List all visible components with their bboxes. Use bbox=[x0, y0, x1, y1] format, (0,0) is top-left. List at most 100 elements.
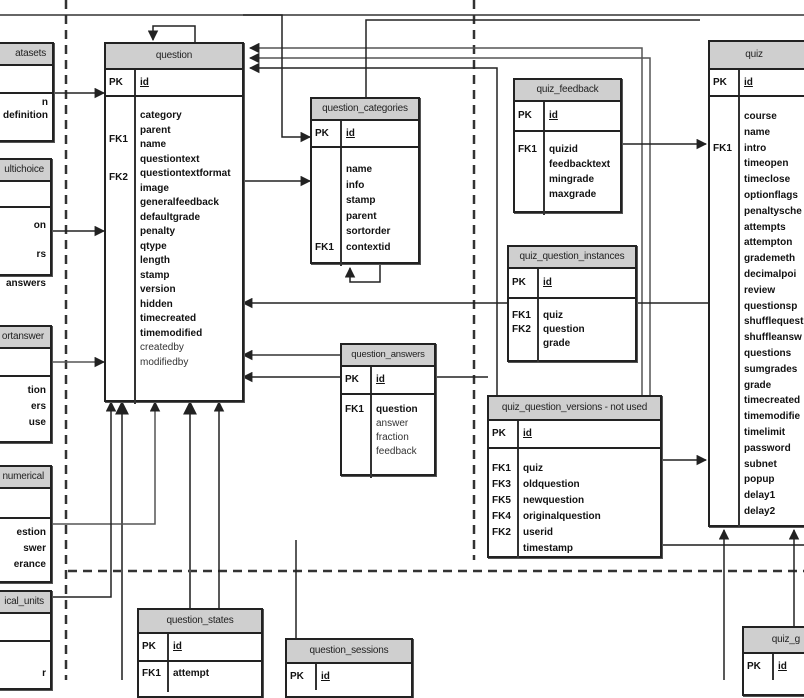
entity-title: question bbox=[106, 44, 242, 70]
entity-question-datasets[interactable]: atasets n definition bbox=[0, 42, 54, 142]
field: contextid bbox=[346, 241, 391, 253]
entity-question-numerical-units[interactable]: ical_units r bbox=[0, 590, 52, 690]
fk-label bbox=[492, 541, 517, 557]
pk-field: id bbox=[140, 77, 149, 88]
entity-question-multichoice[interactable]: ultichoice on rs answers bbox=[0, 158, 52, 289]
entity-question-sessions[interactable]: question_sessions PK id bbox=[285, 638, 413, 698]
connector-question-category bbox=[243, 14, 312, 143]
connector-categories-to-quiz-context bbox=[365, 19, 700, 97]
field: swer bbox=[23, 543, 46, 554]
field: password bbox=[744, 442, 791, 454]
field: quiz bbox=[543, 310, 563, 321]
field: tion bbox=[27, 385, 46, 396]
field: ers bbox=[30, 401, 46, 412]
connector-units-question bbox=[52, 400, 117, 598]
entity-question-shortanswer[interactable]: ortanswer tion ers use bbox=[0, 325, 52, 443]
fk-label: FK1 bbox=[109, 134, 128, 145]
pk-field: id bbox=[321, 671, 330, 682]
field: popup bbox=[744, 474, 775, 486]
field: use bbox=[28, 417, 46, 428]
field: hidden bbox=[140, 298, 173, 310]
field: sortorder bbox=[346, 226, 391, 237]
field: r bbox=[42, 668, 46, 679]
field: penalty bbox=[140, 226, 176, 237]
field: newquestion bbox=[523, 495, 585, 506]
field: delay1 bbox=[744, 490, 776, 502]
fk-label bbox=[518, 157, 543, 172]
entity-title: ultichoice bbox=[0, 160, 50, 182]
pk-label: PK bbox=[710, 70, 740, 95]
pk-label: PK bbox=[509, 269, 539, 297]
field: name bbox=[744, 126, 771, 138]
field: info bbox=[346, 179, 365, 191]
entity-title: question_states bbox=[139, 610, 261, 634]
fk-label: FK2 bbox=[109, 171, 128, 183]
field: defaultgrade bbox=[140, 211, 201, 223]
field: fraction bbox=[376, 432, 409, 443]
field: answer bbox=[376, 418, 409, 429]
field: intro bbox=[744, 142, 767, 154]
field: timestamp bbox=[523, 543, 574, 554]
fk-label: FK1 bbox=[492, 463, 511, 474]
field: n bbox=[41, 97, 48, 108]
fk-label bbox=[518, 172, 543, 187]
fk-label: FK1 bbox=[512, 310, 531, 321]
fk-label: FK2 bbox=[512, 324, 531, 335]
fk-label bbox=[345, 417, 370, 431]
field: grade bbox=[543, 338, 571, 349]
pk-field: id bbox=[346, 128, 355, 139]
field: on bbox=[33, 220, 46, 231]
field: question bbox=[543, 324, 585, 335]
fk-label: FK5 bbox=[492, 495, 511, 506]
field: questiontextformat bbox=[140, 168, 231, 179]
entity-title: question_sessions bbox=[287, 640, 411, 664]
field: shufflequest bbox=[744, 316, 804, 328]
field: timelimit bbox=[744, 426, 786, 438]
connector-question-parent bbox=[147, 25, 196, 42]
entity-quiz-grades[interactable]: quiz_g PK id bbox=[742, 626, 804, 696]
field: feedback bbox=[376, 446, 417, 457]
connector-question-to-qqv-1 bbox=[248, 42, 643, 395]
pk-label: PK bbox=[139, 634, 169, 660]
entity-title: numerical bbox=[0, 467, 50, 489]
field: length bbox=[140, 255, 170, 266]
pk-field: id bbox=[543, 277, 552, 288]
field: oldquestion bbox=[523, 479, 580, 490]
entity-quiz-question-versions[interactable]: quiz_question_versions - not used PK id … bbox=[487, 395, 662, 558]
pk-label: PK bbox=[744, 654, 774, 680]
field: image bbox=[140, 182, 169, 194]
field: answers bbox=[5, 278, 46, 289]
fk-label: FK1 bbox=[518, 144, 537, 155]
fk-label bbox=[518, 187, 543, 202]
field: rs bbox=[36, 249, 46, 260]
field: estion bbox=[16, 527, 46, 538]
entity-question-states[interactable]: question_states PK id FK1 attempt bbox=[137, 608, 263, 698]
pk-label: PK bbox=[515, 102, 545, 130]
field: generalfeedback bbox=[140, 197, 219, 208]
field: category bbox=[140, 110, 182, 121]
field: modifiedby bbox=[140, 356, 189, 368]
fk-label: FK2 bbox=[492, 527, 511, 538]
field: feedbacktext bbox=[549, 159, 611, 170]
field: userid bbox=[523, 527, 554, 538]
fk-label bbox=[315, 209, 340, 225]
entity-question-numerical[interactable]: numerical estion swer erance bbox=[0, 465, 52, 583]
fk-label bbox=[315, 193, 340, 209]
pk-field: id bbox=[549, 110, 558, 121]
field: name bbox=[140, 139, 167, 150]
entity-title: quiz_feedback bbox=[515, 80, 620, 102]
entity-title: quiz_question_versions - not used bbox=[489, 397, 660, 421]
field: attempt bbox=[173, 668, 210, 679]
field: version bbox=[140, 284, 176, 295]
field: questiontext bbox=[140, 153, 200, 165]
entity-title: question_answers bbox=[342, 345, 434, 367]
pk-label: PK bbox=[106, 70, 136, 95]
fk-label bbox=[315, 178, 340, 194]
fk-label bbox=[315, 224, 340, 240]
